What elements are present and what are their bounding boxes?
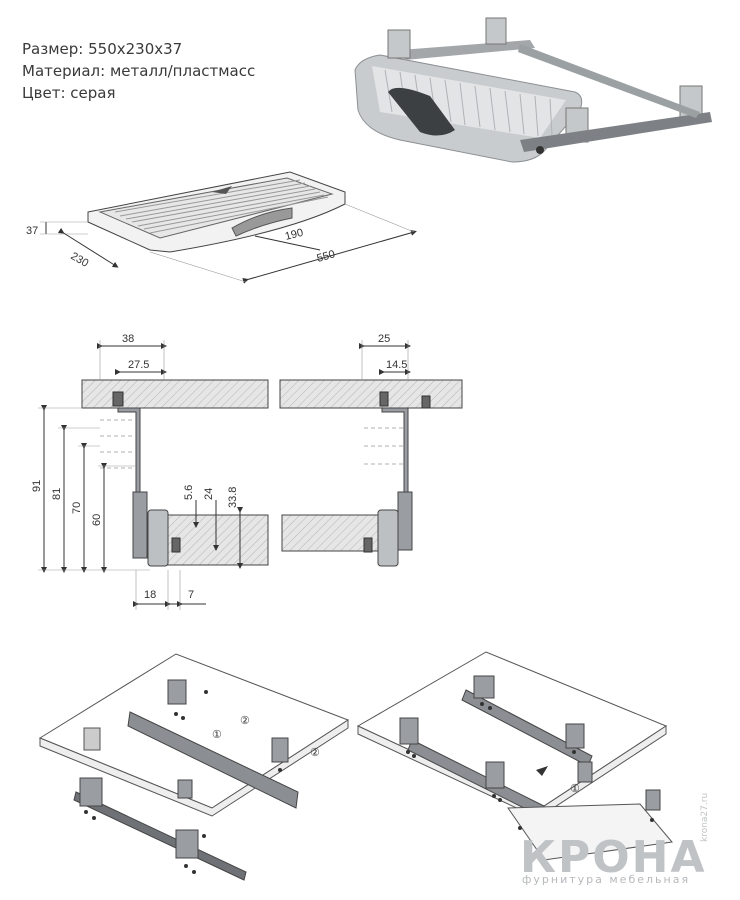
dim-handle-label: 190 [284,227,305,243]
dim-91: 91 [31,480,43,492]
brand-name: КРОНА [520,832,707,883]
spec-color: Цвет: серая [22,84,116,102]
arrow-icon [536,766,548,776]
tabletop-left [81,379,269,409]
isometric-tray-drawing: 37 230 190 550 [26,171,417,284]
assembly-diagram-2: ① [356,651,673,861]
dim-24: 24 [203,488,215,500]
dim-right-14-5: 14.5 [386,359,407,371]
dim-70: 70 [71,502,83,514]
dim-60: 60 [91,514,103,526]
callout-2b: ② [310,747,320,759]
tray-right [281,514,395,552]
dim-depth-label: 230 [69,250,91,270]
dim-right-25: 25 [378,333,390,345]
brand-tagline: фурнитура мебельная [522,873,691,886]
dim-left-27-5: 27.5 [128,359,149,371]
dim-left-38: 38 [122,333,134,345]
dim-33-8: 33.8 [227,487,239,508]
keyboard-tray-photo [354,17,712,163]
bracket-icon [83,727,101,751]
spec-size: Размер: 550x230x37 [22,40,183,58]
dim-width-label: 550 [316,248,337,265]
callout-2a: ② [240,715,250,727]
dim-81: 81 [51,488,63,500]
brand-logo: КРОНА [520,832,707,883]
spec-material: Материал: металл/пластмасс [22,62,256,80]
screw-icon [112,391,431,553]
dim-18: 18 [144,589,156,601]
assembly-diagram-1: ① ② ② [38,653,350,881]
dim-5-6: 5.6 [183,485,195,500]
specifications: Размер: 550x230x37 Материал: металл/плас… [22,38,255,104]
runner-right [377,509,399,567]
runner-left [147,509,169,567]
callout-1b: ① [570,783,580,795]
callout-1a: ① [212,729,222,741]
tray-left [149,514,269,566]
cross-section-drawing: 38 27.5 25 14.5 91 81 70 60 5.6 24 33.8 [31,333,463,610]
dim-7: 7 [188,589,194,601]
dim-height-label: 37 [26,225,38,237]
tabletop-right [279,379,463,409]
brand-site: krona27.ru [700,792,710,842]
